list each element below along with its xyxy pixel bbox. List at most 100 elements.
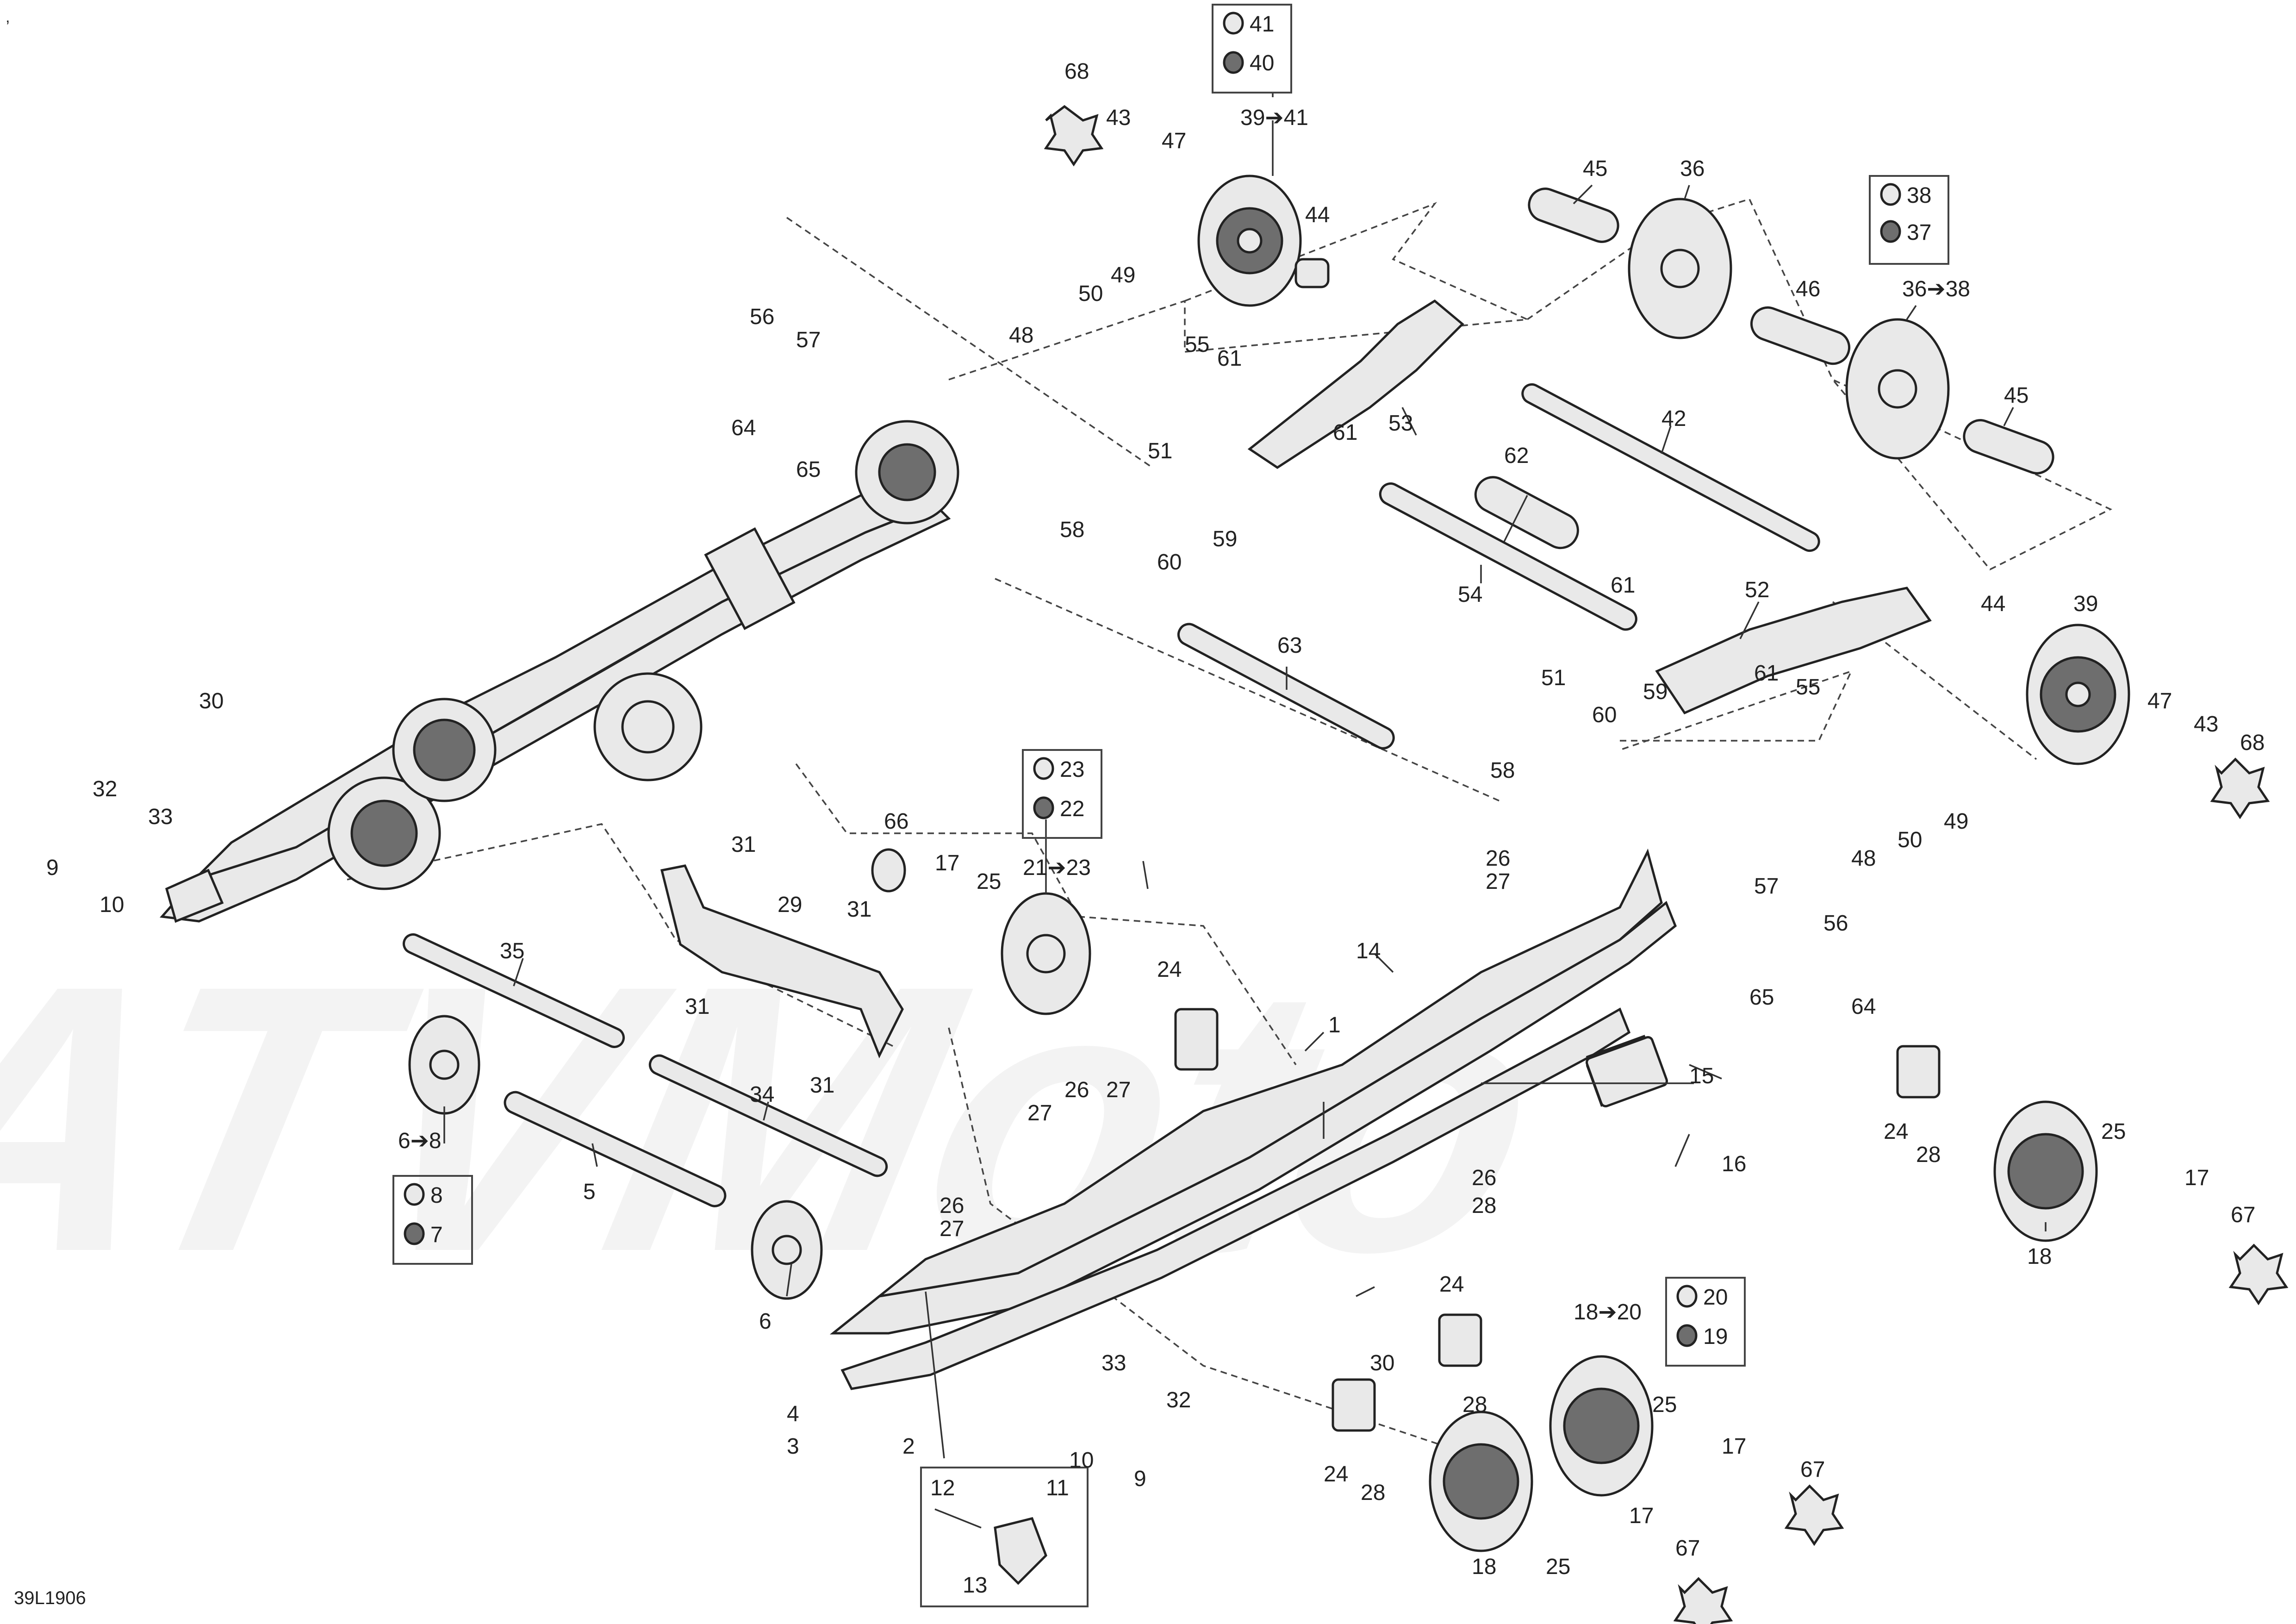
callout-55-top: 55 [1185, 332, 1209, 357]
callout-67-d: 67 [1675, 1536, 1700, 1561]
callout-29: 29 [778, 893, 802, 917]
callout-34: 34 [750, 1082, 774, 1107]
callout-45-top: 45 [1583, 156, 1607, 181]
callout-27-b: 27 [1106, 1078, 1131, 1102]
loose-parts [402, 105, 2289, 1624]
callout-65-right: 65 [1749, 985, 1774, 1010]
corner-mark: , [6, 8, 10, 26]
callout-24-b: 24 [1884, 1119, 1908, 1144]
callout-62: 62 [1504, 443, 1529, 468]
callout-66: 66 [884, 809, 908, 834]
callout-4: 4 [787, 1402, 799, 1426]
callout-57-right: 57 [1754, 874, 1779, 899]
callout-31-c: 31 [685, 994, 709, 1019]
callout-54: 54 [1458, 582, 1482, 607]
callout-16: 16 [1722, 1152, 1746, 1176]
callout-18-right: 18 [2027, 1244, 2052, 1269]
callout-52: 52 [1745, 578, 1769, 602]
kit-box-11-13 [920, 1467, 1089, 1607]
callout-39-41: 39➔41 [1240, 106, 1308, 130]
callout-13: 13 [963, 1573, 987, 1598]
callout-47-right: 47 [2147, 689, 2172, 713]
callout-36: 36 [1680, 156, 1705, 181]
kit-box-6-8: 8 7 [392, 1175, 473, 1265]
callout-24-c: 24 [1439, 1272, 1464, 1297]
callout-38: 38 [1907, 183, 1931, 208]
callout-64-top: 64 [731, 416, 756, 440]
callout-33-bottom: 33 [1101, 1351, 1126, 1375]
callout-45-right: 45 [2004, 383, 2028, 408]
callout-25-right: 25 [2101, 1119, 2126, 1144]
callout-25-c: 25 [1652, 1393, 1677, 1417]
callout-31-a: 31 [731, 832, 756, 857]
callout-22: 22 [1060, 797, 1084, 821]
callout-27-c: 27 [1027, 1101, 1052, 1125]
callout-48-right: 48 [1851, 846, 1876, 871]
callout-20: 20 [1703, 1285, 1728, 1310]
callout-61-a: 61 [1217, 346, 1242, 371]
callout-37: 37 [1907, 220, 1931, 245]
callout-17-mid: 17 [935, 851, 959, 875]
callout-68-right: 68 [2240, 731, 2265, 755]
callout-58-top: 58 [1060, 518, 1084, 542]
callout-39-right: 39 [2073, 592, 2098, 616]
kit-box-21-23: 23 22 [1022, 749, 1102, 839]
callout-61-c: 61 [1611, 573, 1635, 598]
leader-lines [443, 93, 2047, 1459]
callout-68: 68 [1064, 59, 1089, 84]
callout-60-right: 60 [1592, 703, 1617, 727]
callout-28-b: 28 [1916, 1143, 1941, 1167]
callout-19: 19 [1703, 1324, 1728, 1349]
callout-57-top: 57 [796, 328, 821, 352]
callout-1: 1 [1328, 1013, 1341, 1037]
callout-35: 35 [500, 939, 524, 963]
callout-55-right: 55 [1796, 675, 1820, 700]
callout-7: 7 [430, 1223, 443, 1247]
callout-26-b: 26 [1064, 1078, 1089, 1102]
callout-32-left: 32 [93, 777, 117, 801]
callout-21-23: 21➔23 [1023, 856, 1091, 880]
figure-id: 39L1906 [14, 1588, 86, 1608]
callout-3: 3 [787, 1434, 799, 1459]
callout-50-right: 50 [1898, 828, 1922, 852]
callout-11: 11 [1046, 1476, 1069, 1500]
callout-26-d: 26 [940, 1193, 964, 1218]
callout-67-right: 67 [2231, 1203, 2255, 1227]
callout-47: 47 [1162, 129, 1186, 153]
callout-5: 5 [583, 1180, 596, 1204]
callout-50-top: 50 [1078, 281, 1103, 306]
callout-31-d: 31 [810, 1073, 834, 1098]
callout-51-right: 51 [1541, 666, 1566, 690]
callout-labels: 68 43 47 39➔41 44 45 36 36➔38 46 45 42 4… [46, 59, 2265, 1598]
callout-33-left: 33 [148, 805, 173, 829]
callout-27-d: 27 [940, 1217, 964, 1241]
callout-15: 15 [1689, 1064, 1714, 1088]
callout-27-a: 27 [1486, 869, 1510, 894]
kit-box-18-20: 20 19 [1665, 1277, 1746, 1367]
callout-26-a: 26 [1486, 846, 1510, 871]
callout-61-d: 61 [1754, 661, 1779, 686]
callout-59-top: 59 [1213, 527, 1237, 551]
callout-67-c: 67 [1800, 1457, 1825, 1482]
callout-43-right: 43 [2194, 712, 2218, 737]
callout-43: 43 [1106, 106, 1131, 130]
callout-41: 41 [1250, 12, 1274, 37]
callout-48-top: 48 [1009, 323, 1033, 348]
callout-25-mid: 25 [977, 869, 1001, 894]
callout-40: 40 [1250, 51, 1274, 75]
callout-25-d: 25 [1546, 1555, 1570, 1579]
callout-36-38: 36➔38 [1902, 277, 1970, 301]
callout-30-top: 30 [199, 689, 224, 713]
callout-14: 14 [1356, 939, 1381, 963]
callout-24-d: 24 [1324, 1462, 1348, 1487]
callout-6: 6 [759, 1309, 772, 1334]
callout-59-right: 59 [1643, 680, 1668, 704]
callout-63: 63 [1277, 633, 1302, 658]
callout-9-bottom: 9 [1134, 1467, 1146, 1491]
callout-10-bottom: 10 [1069, 1448, 1094, 1473]
callout-2: 2 [902, 1434, 915, 1459]
callout-18-20: 18➔20 [1574, 1300, 1642, 1324]
callout-56-top: 56 [750, 305, 774, 329]
callout-17-right: 17 [2184, 1166, 2209, 1190]
